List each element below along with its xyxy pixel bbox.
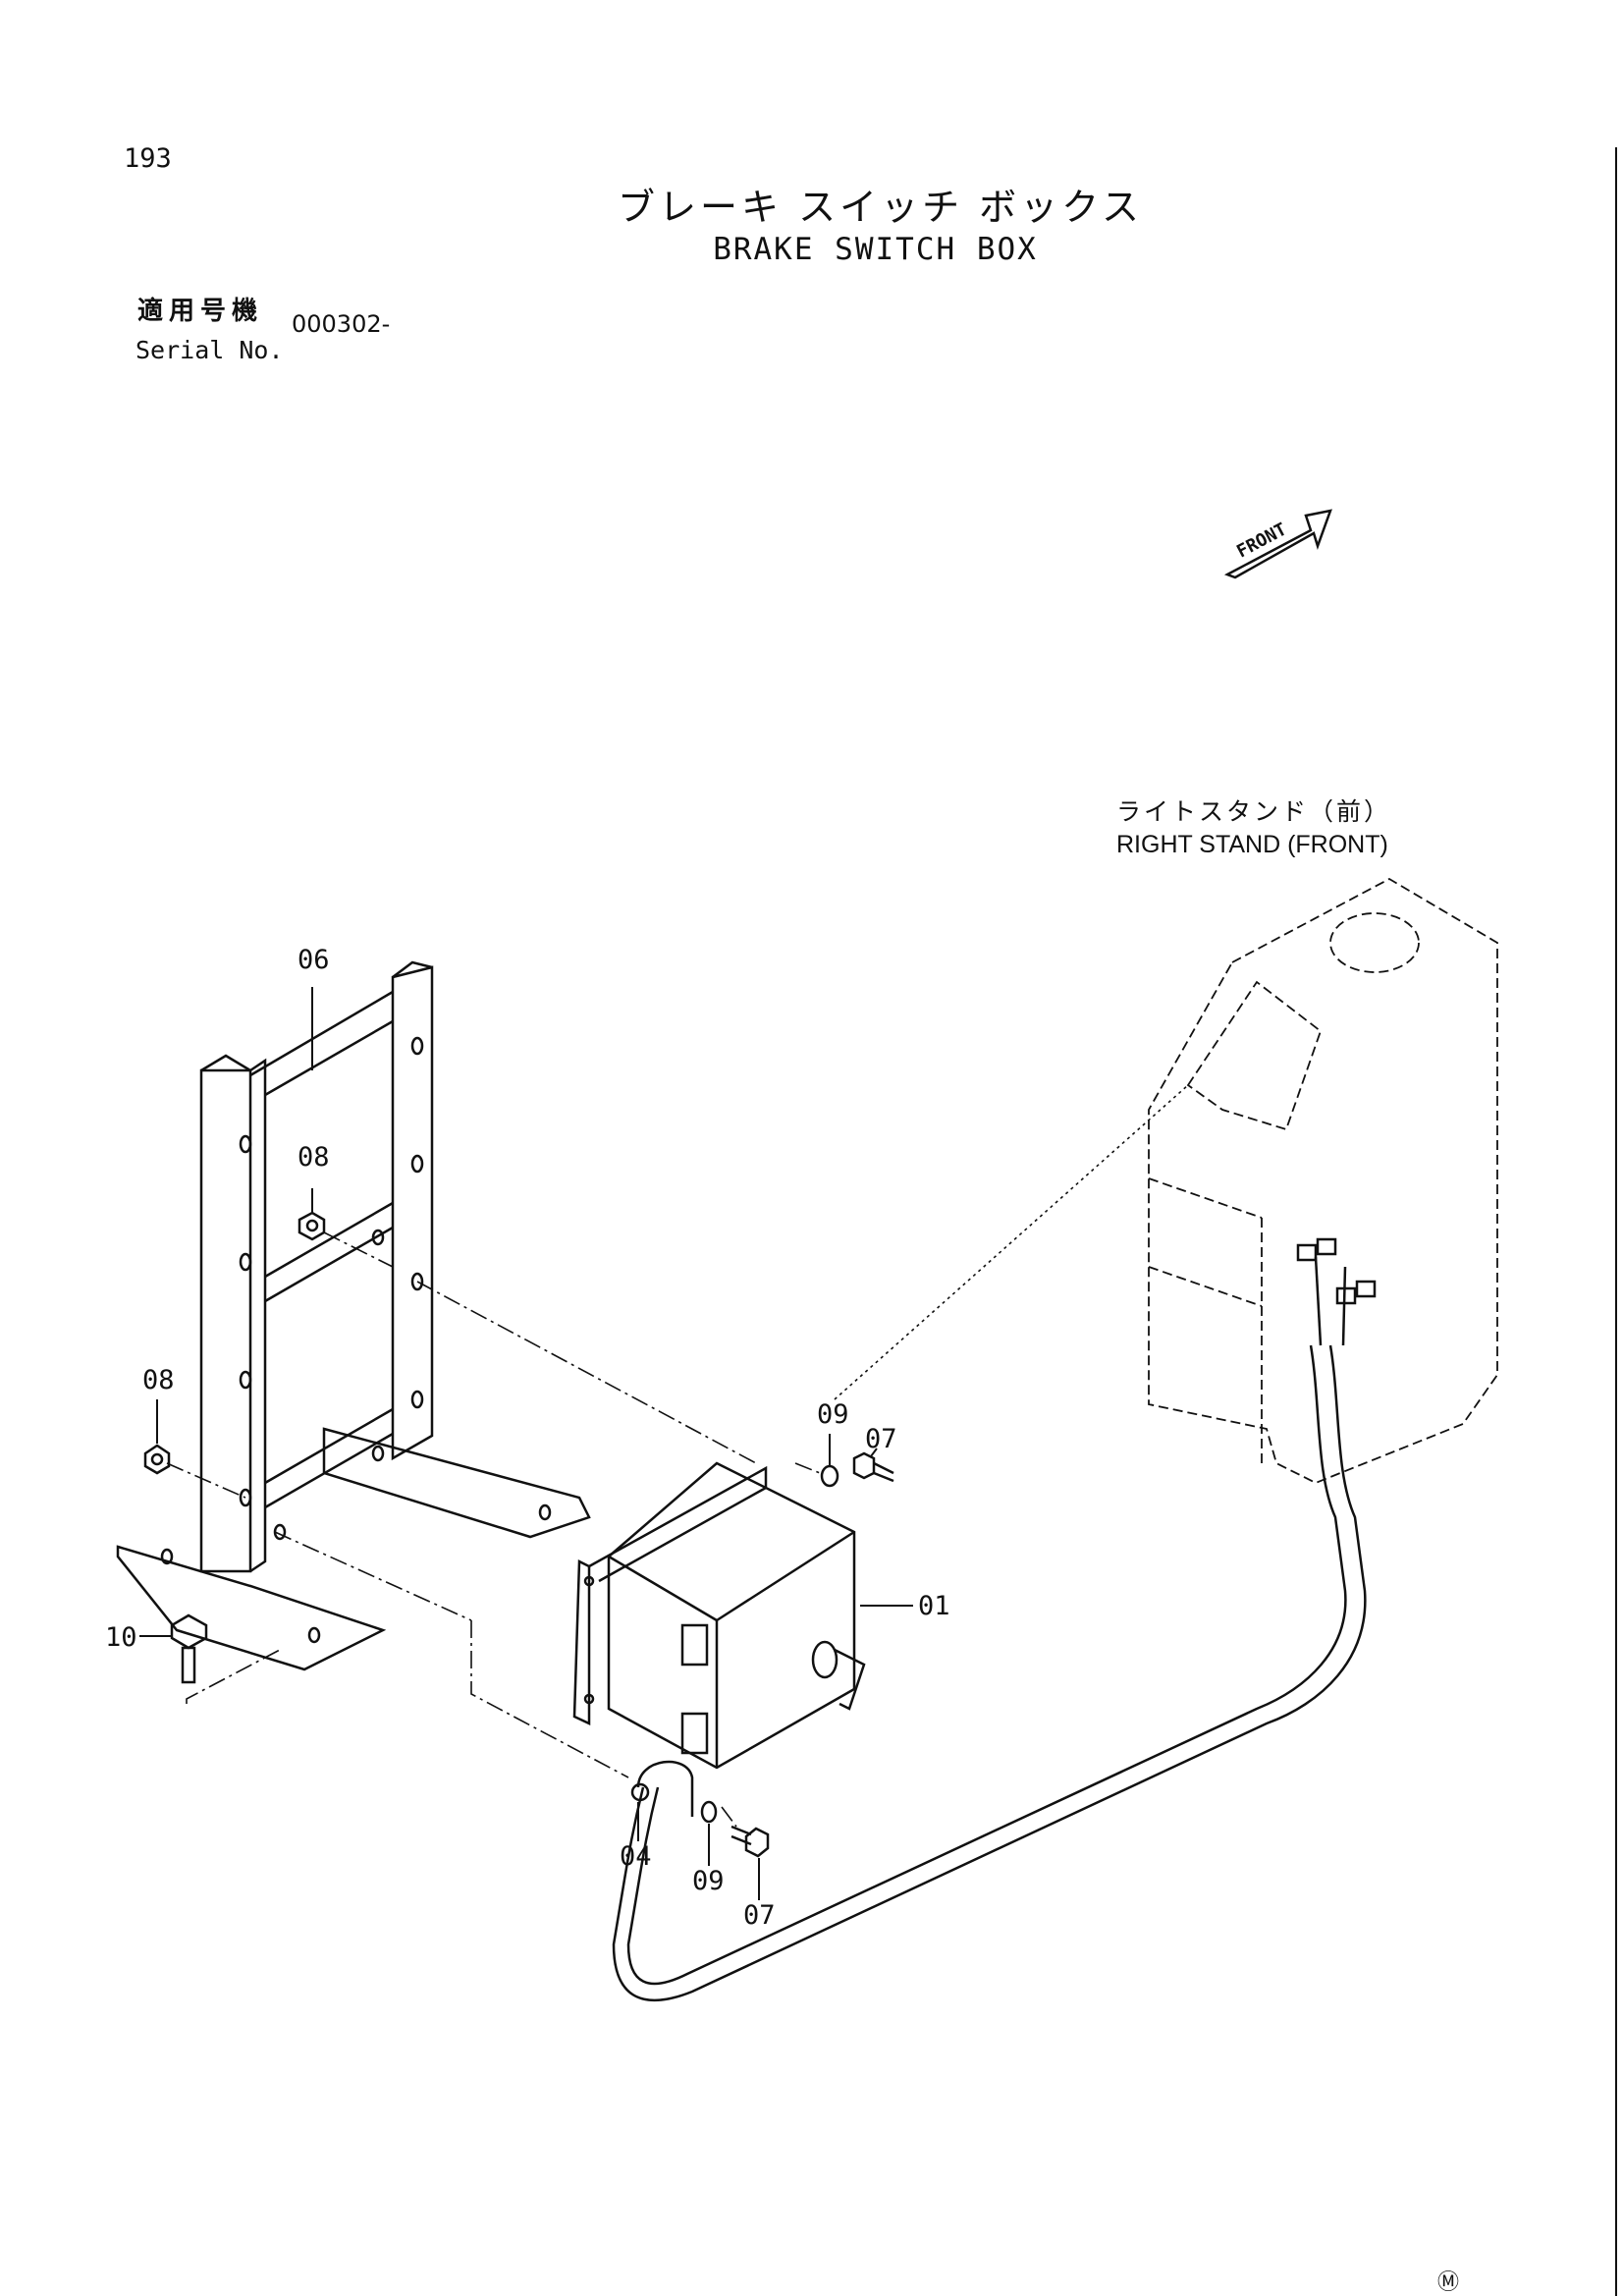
callout-07-lower: 07: [743, 1900, 776, 1931]
stand-label-japanese: ライトスタンド（前）: [1116, 797, 1392, 826]
title-english: BRAKE SWITCH BOX: [713, 232, 1038, 267]
front-arrow-icon: [1223, 509, 1332, 579]
callout-04: 04: [620, 1841, 652, 1872]
corner-mark: Ⓜ: [1437, 2270, 1460, 2295]
serial-value: 000302-: [292, 310, 391, 338]
switch-box: [572, 1461, 866, 1770]
serial-label-japanese: 適用号機: [137, 297, 264, 326]
bolt-icon: [730, 1825, 770, 1858]
cable-harness: [612, 1237, 1377, 2002]
right-stand-outline: [1148, 877, 1498, 1484]
callout-10: 10: [105, 1622, 137, 1653]
page-number: 193: [124, 143, 172, 174]
callout-08-left: 08: [142, 1365, 175, 1395]
callout-01: 01: [918, 1591, 950, 1621]
callout-09-lower: 09: [692, 1866, 725, 1896]
clamp-icon: [630, 1760, 694, 1817]
serial-label-english: Serial No.: [135, 336, 284, 364]
washer-icon: [820, 1464, 839, 1488]
stand-label-english: RIGHT STAND (FRONT): [1116, 831, 1388, 858]
bolt-icon: [170, 1613, 208, 1684]
nut-icon: [143, 1444, 171, 1475]
bolt-icon: [852, 1451, 894, 1483]
nut-icon: [298, 1211, 326, 1241]
callout-06: 06: [298, 945, 330, 975]
washer-icon: [700, 1800, 718, 1824]
callout-07-upper: 07: [865, 1424, 897, 1454]
title-japanese: ブレーキ スイッチ ボックス: [617, 186, 1144, 229]
callout-08-upper: 08: [298, 1142, 330, 1173]
callout-09-upper: 09: [817, 1399, 849, 1430]
bracket-frame: [116, 960, 591, 1671]
